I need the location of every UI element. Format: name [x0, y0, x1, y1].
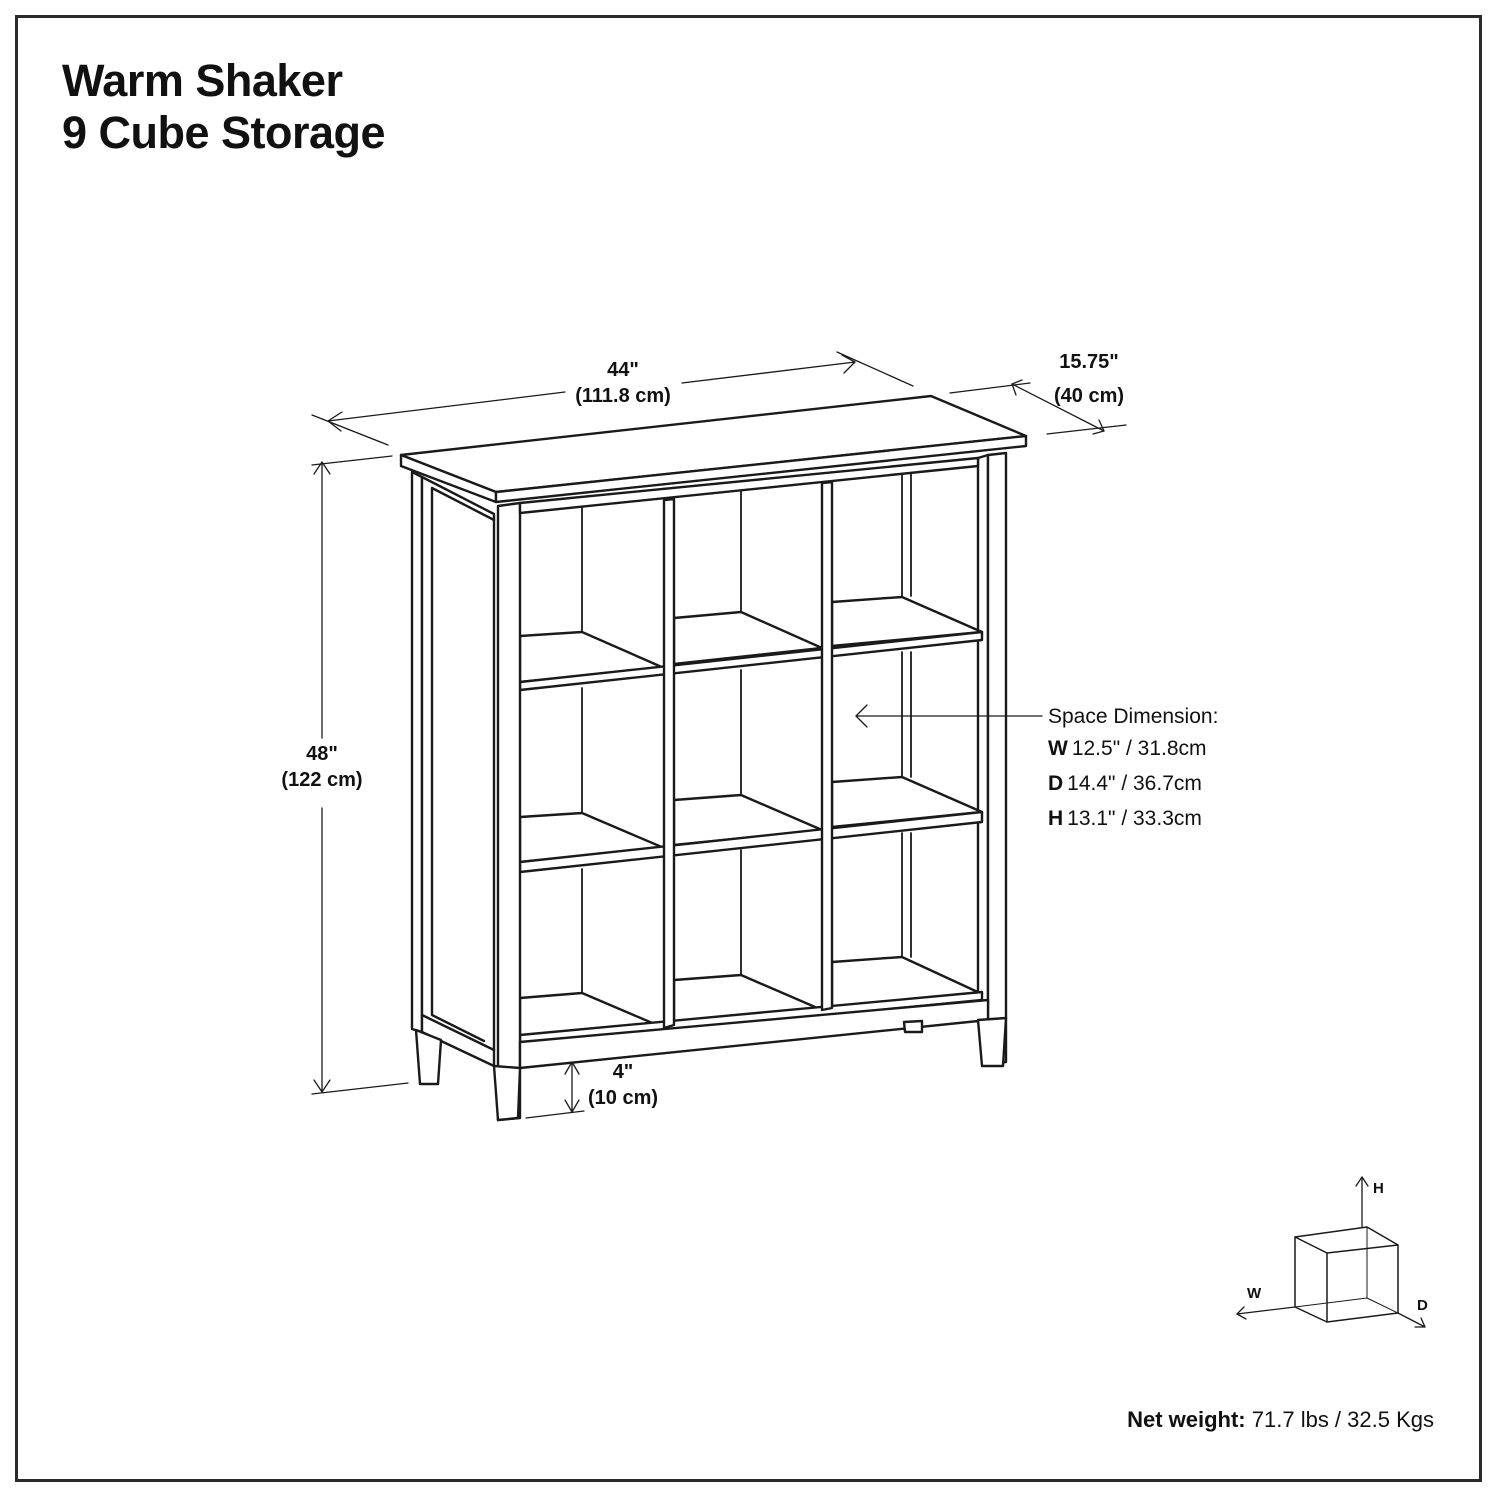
depth-dimension-line	[949, 379, 1127, 435]
height-cm: (122 cm)	[281, 769, 363, 791]
drawing-frame	[15, 15, 1482, 1482]
space-dimension-heading: Space Dimension:	[1048, 705, 1219, 728]
leg-height-dimension-line	[525, 1061, 585, 1119]
back-panel-lines	[581, 471, 912, 994]
top-panel	[399, 394, 1028, 504]
width-inches: 44"	[607, 359, 639, 381]
depth-label: 15.75" (40 cm)	[1034, 349, 1144, 409]
front-frame	[496, 456, 990, 1122]
height-label: 48" (122 cm)	[272, 741, 372, 793]
width-dimension-line	[311, 351, 914, 446]
height-inches: 48"	[306, 743, 338, 765]
title-line-1: Warm Shaker	[62, 55, 343, 106]
net-weight-value: 71.7 lbs / 32.5 Kgs	[1251, 1407, 1434, 1432]
shelf-top-row	[518, 595, 984, 692]
front-legs	[492, 1016, 1008, 1122]
depth-inches: 15.75"	[1059, 351, 1119, 373]
depth-cm: (40 cm)	[1053, 385, 1125, 407]
axis-legend-arrows	[1236, 1176, 1426, 1328]
leg-height-label: 4" (10 cm)	[578, 1059, 668, 1111]
product-title: Warm Shaker 9 Cube Storage	[62, 55, 386, 159]
height-dimension-line	[311, 455, 409, 1095]
cube-dividers	[662, 480, 834, 1030]
axis-label-d: D	[1417, 1297, 1428, 1314]
axis-label-w: W	[1247, 1285, 1262, 1302]
axis-label-h: H	[1373, 1180, 1384, 1197]
net-weight-label: Net weight:	[1127, 1407, 1246, 1432]
title-line-2: 9 Cube Storage	[62, 107, 386, 158]
width-cm: (111.8 cm)	[575, 385, 671, 407]
shelf-middle-row	[518, 775, 984, 874]
leg-inches: 4"	[612, 1061, 634, 1083]
leg-cm: (10 cm)	[587, 1087, 659, 1109]
net-weight: Net weight: 71.7 lbs / 32.5 Kgs	[1127, 1407, 1434, 1433]
back-left-leg	[414, 1028, 443, 1086]
axis-legend-cube	[1294, 1226, 1399, 1323]
space-dimension-arrow	[855, 704, 1043, 728]
width-label: 44" (111.8 cm)	[567, 357, 679, 409]
left-side-panel	[410, 470, 496, 1068]
right-side-panel	[976, 451, 1008, 1066]
